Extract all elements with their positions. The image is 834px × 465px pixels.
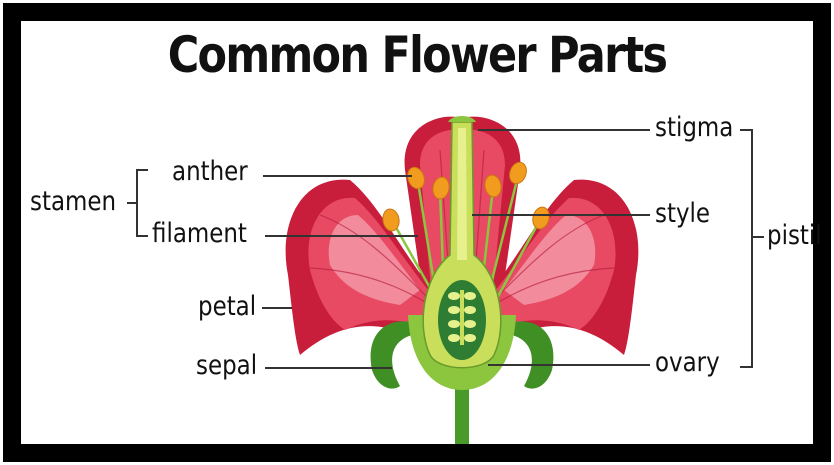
label-stamen: stamen bbox=[30, 188, 116, 215]
label-sepal: sepal bbox=[196, 352, 257, 379]
label-stigma: stigma bbox=[655, 114, 733, 141]
label-pistil: pistil bbox=[767, 222, 822, 249]
label-ovary: ovary bbox=[655, 349, 720, 376]
label-filament: filament bbox=[152, 220, 247, 247]
label-style: style bbox=[655, 200, 710, 227]
sepal-left bbox=[371, 321, 412, 388]
stamen-bracket bbox=[127, 170, 148, 236]
sepal-right bbox=[512, 321, 553, 388]
pistil-bracket bbox=[740, 130, 764, 367]
label-petal: petal bbox=[198, 293, 256, 320]
label-anther: anther bbox=[172, 158, 248, 185]
